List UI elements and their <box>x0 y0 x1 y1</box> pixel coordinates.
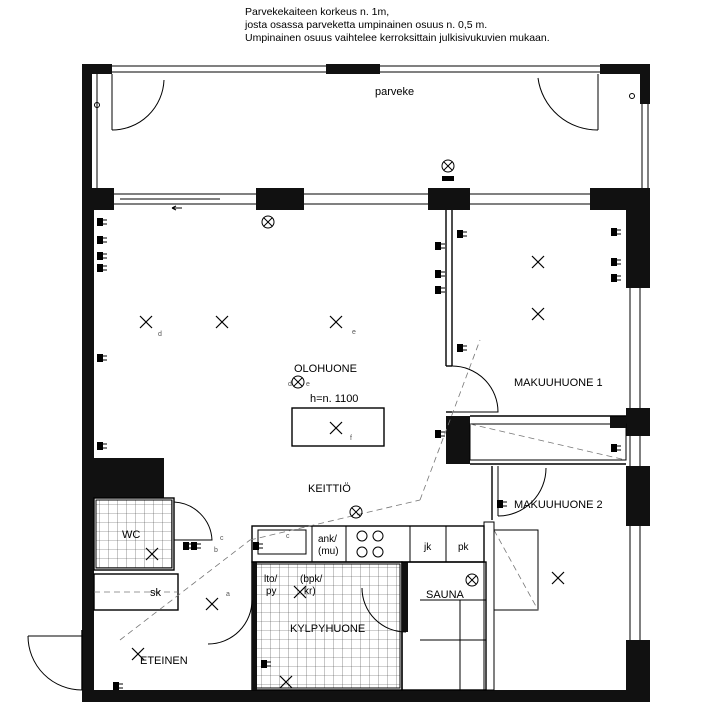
pendant-light-icon <box>349 505 363 519</box>
fixture-ank: ank/ <box>318 534 337 545</box>
height-note: h=n. 1100 <box>310 393 358 405</box>
svg-text:f: f <box>350 435 352 442</box>
fixture-py: py <box>266 586 277 597</box>
balcony: parveke <box>82 64 650 194</box>
fixture-jk: jk <box>423 542 432 553</box>
room-label-makuuhuone-2: MAKUUHUONE 2 <box>514 499 603 511</box>
svg-text:e: e <box>352 329 356 336</box>
room-label-sk: sk <box>150 587 162 599</box>
ceiling-light-icon <box>205 597 219 611</box>
wall-light-icon <box>261 215 275 229</box>
room-label-kylpyhuone: KYLPYHUONE <box>290 623 365 635</box>
fixture-labels: ank/ (mu) jk pk lto/ py (bpk/ kr) <box>264 534 470 597</box>
pendant-light-icon <box>291 375 305 389</box>
ceiling-light-icon <box>551 571 565 585</box>
room-label-sauna: SAUNA <box>426 589 465 601</box>
svg-text:a: a <box>226 591 230 598</box>
ceiling-light-icon <box>139 315 153 329</box>
note-line-2: josta osassa parveketta umpinainen osuus… <box>245 19 488 31</box>
fixture-pk: pk <box>458 542 470 553</box>
sauna-light-icon <box>465 573 479 587</box>
svg-text:e: e <box>306 381 310 388</box>
balcony-light-icon <box>441 159 455 173</box>
ceiling-light-icon <box>531 255 545 269</box>
outer-walls <box>82 188 650 702</box>
ceiling-light-icon <box>329 315 343 329</box>
room-labels: OLOHUONE h=n. 1100 KEITTIÖ MAKUUHUONE 1 … <box>122 363 603 667</box>
ceiling-light-icon <box>215 315 229 329</box>
circuit-marks: d e f d e c b a c <box>158 329 356 598</box>
svg-text:d: d <box>288 381 292 388</box>
fixture-mu: (mu) <box>318 546 339 557</box>
room-label-eteinen: ETEINEN <box>140 655 188 667</box>
svg-text:c: c <box>220 535 224 542</box>
room-label-parveke: parveke <box>375 86 414 98</box>
svg-text:c: c <box>286 533 290 540</box>
ceiling-light-icon <box>531 307 545 321</box>
ceiling-light-icon <box>329 421 343 435</box>
fixture-bpk: (bpk/ <box>300 574 322 585</box>
note-line-1: Parvekekaiteen korkeus n. 1m, <box>245 6 390 18</box>
room-label-makuuhuone-1: MAKUUHUONE 1 <box>514 377 603 389</box>
fixture-lto: lto/ <box>264 574 278 585</box>
room-label-olohuone: OLOHUONE <box>294 363 357 375</box>
fixture-kr: kr) <box>304 586 316 597</box>
room-label-keittio: KEITTIÖ <box>308 483 351 495</box>
room-label-wc: WC <box>122 529 140 541</box>
svg-text:d: d <box>158 331 162 338</box>
note-line-3: Umpinainen osuus vaihtelee kerroksittain… <box>245 32 550 44</box>
svg-text:b: b <box>214 547 218 554</box>
interior-walls <box>27 210 627 691</box>
